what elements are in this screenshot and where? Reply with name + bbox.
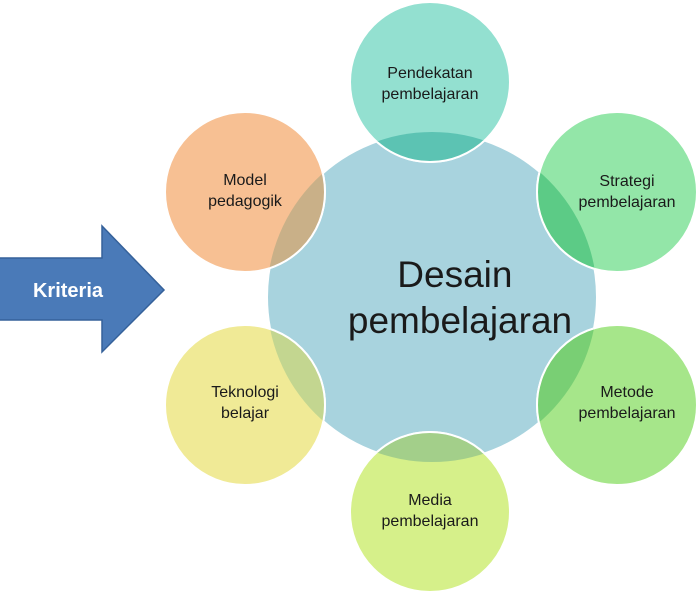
node-strategi-label-line-2: pembelajaran xyxy=(579,194,676,211)
node-teknologi-label-line-1: Teknologi xyxy=(211,384,279,401)
node-model-label: Model pedagogik xyxy=(208,172,283,210)
node-metode-label-line-1: Metode xyxy=(600,384,653,401)
node-pendekatan-overlap xyxy=(349,132,511,163)
node-pendekatan-label-line-2: pembelajaran xyxy=(382,86,479,103)
kriteria-arrow-shape xyxy=(0,224,166,354)
node-teknologi-label: Teknologi belajar xyxy=(211,384,279,422)
node-metode-label: Metode pembelajaran xyxy=(579,384,676,422)
node-media-label: Media pembelajaran xyxy=(382,492,479,530)
node-media-overlap xyxy=(349,431,511,462)
node-pendekatan-label: Pendekatan pembelajaran xyxy=(382,65,479,103)
center-title: Desain pembelajaran xyxy=(348,254,572,341)
center-title-line-2: pembelajaran xyxy=(348,300,572,341)
node-model-label-line-1: Model xyxy=(223,172,267,189)
node-media-label-line-2: pembelajaran xyxy=(382,513,479,530)
node-metode-label-line-2: pembelajaran xyxy=(579,405,676,422)
node-pendekatan-label-line-1: Pendekatan xyxy=(387,65,472,82)
node-media-label-line-1: Media xyxy=(408,492,452,509)
node-teknologi-label-line-2: belajar xyxy=(221,405,270,422)
node-strategi-label-line-1: Strategi xyxy=(599,173,654,190)
kriteria-label: Kriteria xyxy=(33,280,104,302)
node-model-label-line-2: pedagogik xyxy=(208,193,283,210)
node-strategi-label: Strategi pembelajaran xyxy=(579,173,676,211)
center-title-line-1: Desain xyxy=(397,254,512,295)
kriteria-arrow: Kriteria xyxy=(0,224,166,354)
